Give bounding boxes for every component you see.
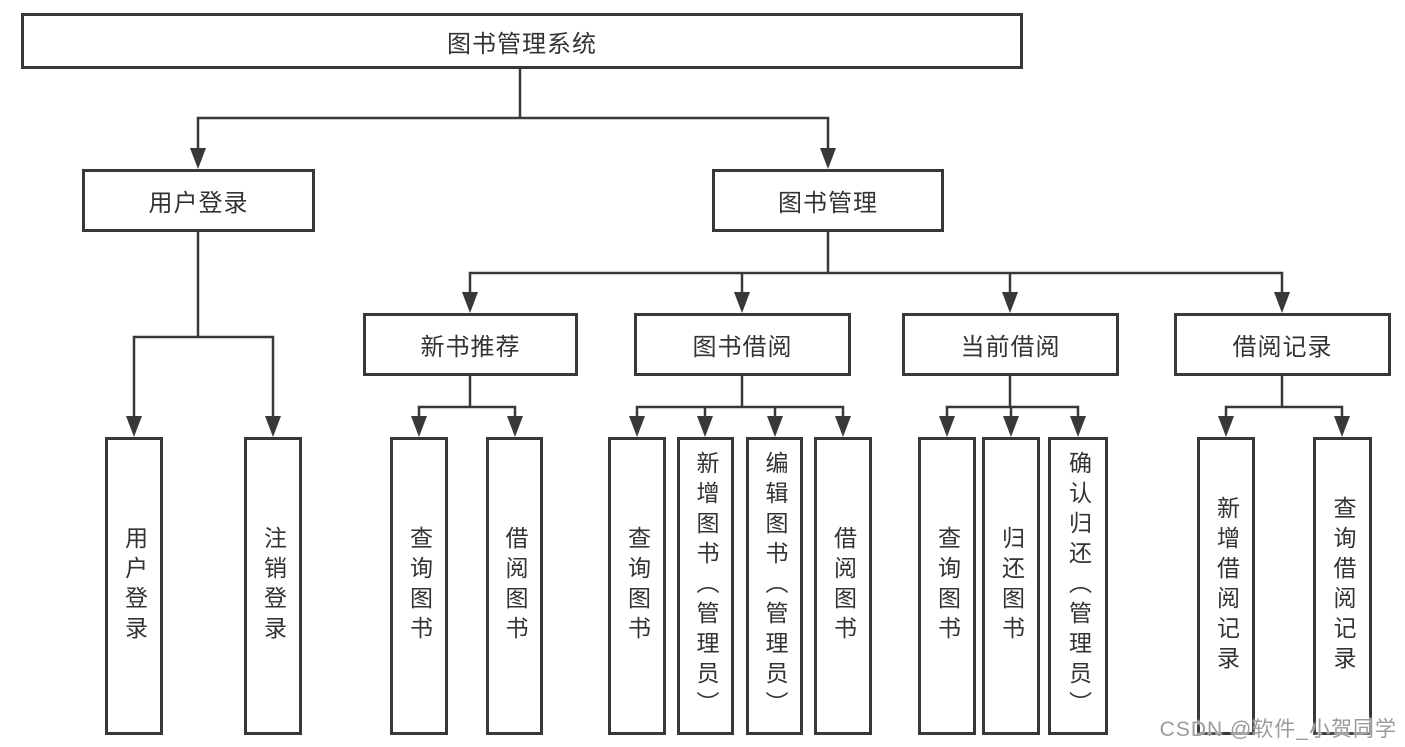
node-label: 确认归还（管理员） [1065,451,1092,721]
arrowhead [126,416,142,437]
arrowhead [939,416,955,437]
arrowhead [411,416,427,437]
leaf-add-book-admin: 新增图书（管理员） [677,437,734,735]
arrowhead [1002,292,1018,313]
arrowhead [507,416,523,437]
node-library-management-system: 图书管理系统 [21,13,1023,69]
node-book-borrow: 图书借阅 [634,313,851,376]
leaf-add-borrow-record: 新增借阅记录 [1197,437,1255,735]
arrowhead [629,416,645,437]
leaf-query-books-current: 查询图书 [918,437,976,735]
arrowhead [820,148,836,169]
leaf-logout: 注销登录 [244,437,302,735]
node-label: 借阅图书 [830,526,857,646]
branch-new-book-recommend-to-leaves [411,376,523,437]
connector-rail [945,405,1080,418]
node-label: 查询借阅记录 [1330,496,1356,676]
arrowhead [1334,416,1350,437]
csdn-watermark: CSDN @软件_小贺同学 [1159,718,1397,741]
arrowhead [767,416,783,437]
arrowhead [734,292,750,313]
arrowhead [697,416,713,437]
node-label: 用户登录 [121,526,148,646]
leaf-query-books-borrow: 查询图书 [608,437,666,735]
node-label: 注销登录 [260,526,287,646]
leaf-return-book: 归还图书 [982,437,1040,735]
connector-rail [468,271,1284,294]
connector-rail [196,116,830,150]
connector-rail [132,335,275,418]
branch-book-management-to-level3 [462,232,1290,313]
connector-rail [417,405,517,418]
leaf-edit-book-admin: 编辑图书（管理员） [746,437,803,735]
leaf-user-login: 用户登录 [105,437,163,735]
node-label: 查询图书 [934,526,961,646]
branch-borrow-records-to-leaves [1218,376,1350,437]
node-label: 用户登录 [148,190,249,217]
node-label: 图书借阅 [692,334,793,361]
connector-rail [1224,405,1344,418]
node-label: 查询图书 [624,526,651,646]
node-label: 新增借阅记录 [1213,496,1240,676]
branch-current-borrow-to-leaves [939,376,1086,437]
node-label: 当前借阅 [960,334,1061,361]
node-book-management: 图书管理 [712,169,944,232]
leaf-query-borrow-record: 查询借阅记录 [1313,437,1372,735]
node-label: 借阅记录 [1232,334,1333,361]
arrowhead [835,416,851,437]
node-label: 新增图书（管理员） [693,451,719,721]
arrowhead [1218,416,1234,437]
node-borrow-records: 借阅记录 [1174,313,1391,376]
leaf-borrow-books-recommend: 借阅图书 [486,437,543,735]
arrowhead [1070,416,1086,437]
node-label: 图书管理系统 [447,30,597,58]
branch-root-to-level2 [190,69,836,169]
branch-book-borrow-to-leaves [629,376,851,437]
node-label: 编辑图书（管理员） [762,451,788,721]
branch-user-login-to-leaves [126,232,281,437]
node-label: 查询图书 [406,526,433,646]
node-label: 图书管理 [778,190,878,217]
leaf-confirm-return-admin: 确认归还（管理员） [1048,437,1108,735]
arrowhead [1274,292,1290,313]
arrowhead [190,148,206,169]
arrowhead [462,292,478,313]
arrowhead [1003,416,1019,437]
leaf-borrow-books: 借阅图书 [814,437,872,735]
arrowhead [265,416,281,437]
connector-rail [635,405,845,418]
node-label: 归还图书 [998,526,1025,646]
node-label: 新书推荐 [420,334,521,361]
leaf-query-books-recommend: 查询图书 [390,437,448,735]
node-current-borrow: 当前借阅 [902,313,1119,376]
node-new-book-recommend: 新书推荐 [363,313,578,376]
node-user-login: 用户登录 [82,169,315,232]
node-label: 借阅图书 [502,526,528,646]
